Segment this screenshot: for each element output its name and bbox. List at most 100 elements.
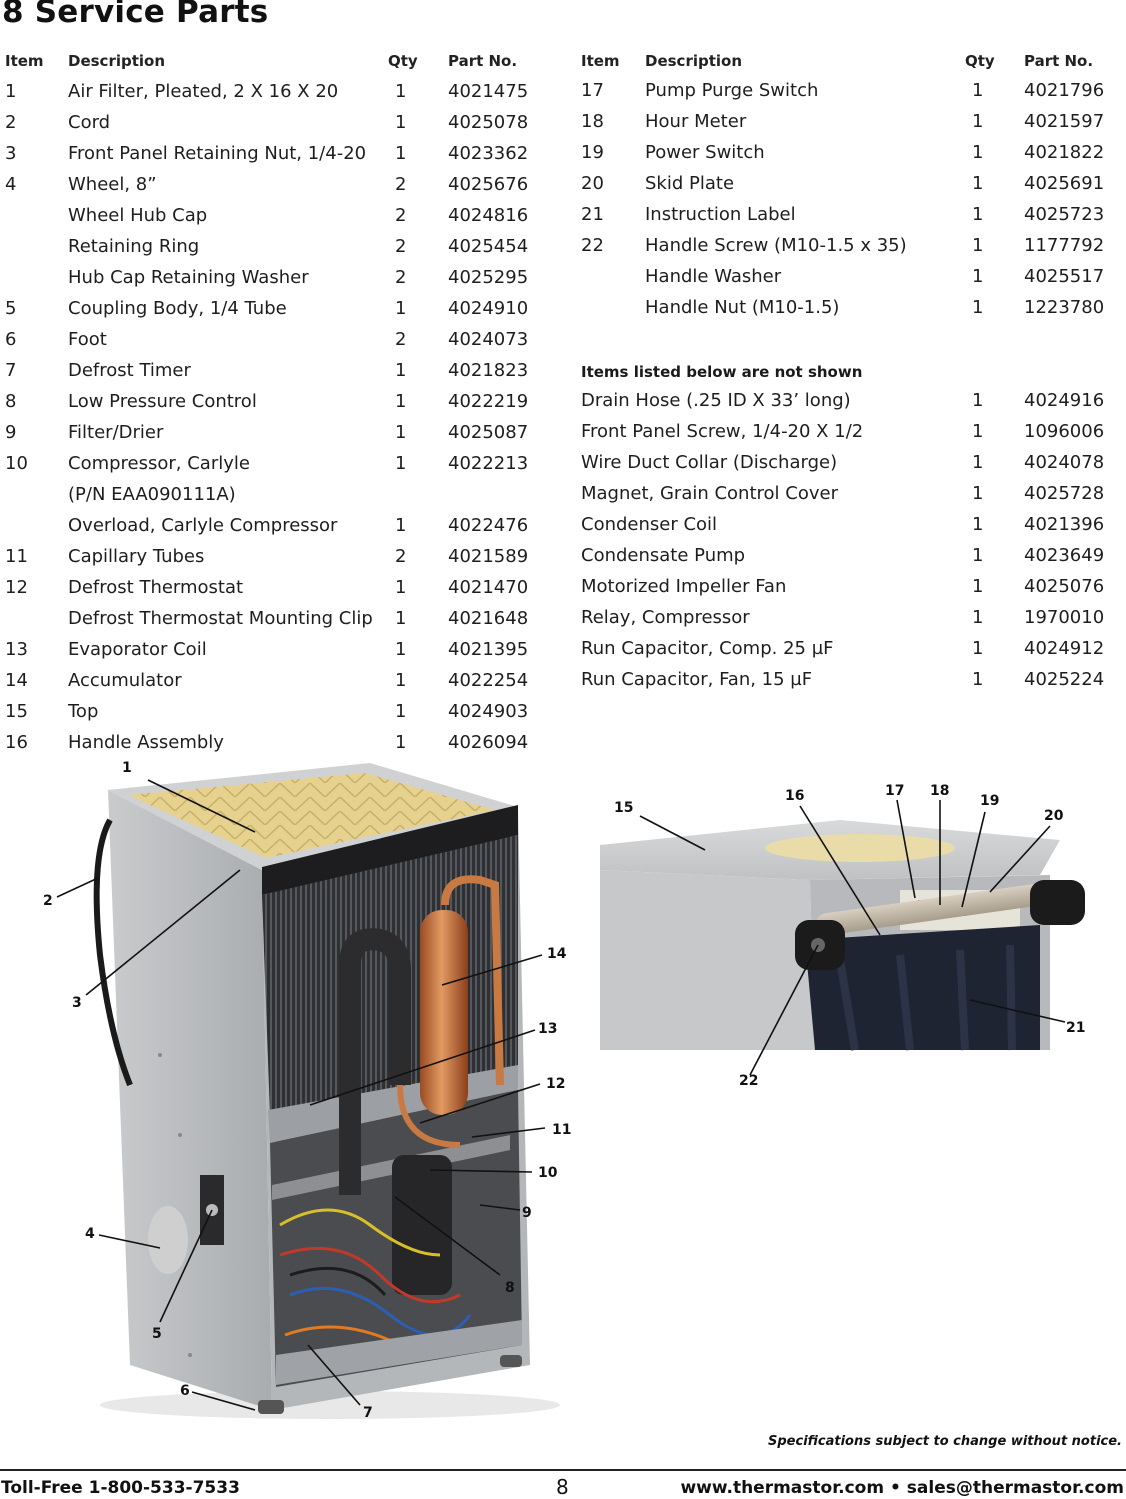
- cell-part-no: 4024910: [448, 298, 529, 319]
- cell-qty: 1: [972, 421, 984, 442]
- cell-part-no: 4025087: [448, 422, 529, 443]
- cell-part-no: 4021589: [448, 546, 529, 567]
- cell-item: 16: [5, 732, 28, 753]
- cell-description: Coupling Body, 1/4 Tube: [68, 298, 287, 319]
- cell-qty: 1: [395, 515, 407, 536]
- callout-label: 3: [72, 995, 82, 1011]
- cell-item: 6: [5, 329, 17, 350]
- cell-qty: 1: [395, 81, 407, 102]
- header-qty: Qty: [388, 52, 418, 70]
- cell-item: 4: [5, 174, 17, 195]
- cell-description: Relay, Compressor: [581, 607, 750, 628]
- cell-qty: 2: [395, 329, 407, 350]
- cell-part-no: 4025295: [448, 267, 529, 288]
- unit-rear-photo: [600, 820, 1085, 1051]
- cell-qty: 1: [972, 111, 984, 132]
- callout-label: 14: [547, 946, 567, 962]
- callout-label: 22: [739, 1073, 759, 1089]
- cell-description: Handle Nut (M10-1.5): [645, 297, 840, 318]
- cell-qty: 1: [395, 577, 407, 598]
- specifications-note: Specifications subject to change without…: [768, 1434, 1122, 1449]
- cell-description: Handle Washer: [645, 266, 782, 287]
- cell-qty: 2: [395, 267, 407, 288]
- cell-item: 7: [5, 360, 17, 381]
- cell-item: 15: [5, 701, 28, 722]
- page-number: 8: [556, 1475, 569, 1499]
- cell-item: 18: [581, 111, 604, 132]
- cell-part-no: 1096006: [1024, 421, 1105, 442]
- cell-qty: 2: [395, 205, 407, 226]
- cell-description: (P/N EAA090111A): [68, 484, 236, 505]
- header-item: Item: [581, 52, 620, 70]
- callout-label: 15: [614, 800, 634, 816]
- cell-item: 22: [581, 235, 604, 256]
- cell-qty: 1: [972, 607, 984, 628]
- cell-part-no: 4024903: [448, 701, 529, 722]
- cell-description: Overload, Carlyle Compressor: [68, 515, 338, 536]
- cell-qty: 1: [395, 391, 407, 412]
- cell-qty: 1: [972, 173, 984, 194]
- cell-item: 17: [581, 80, 604, 101]
- parts-table-right: Item Description Qty Part No. Items list…: [576, 52, 1121, 712]
- header-description: Description: [645, 52, 743, 70]
- cell-qty: 1: [395, 608, 407, 629]
- cell-description: Wire Duct Collar (Discharge): [581, 452, 838, 473]
- cell-qty: 1: [972, 235, 984, 256]
- cell-item: 19: [581, 142, 604, 163]
- cell-item: 13: [5, 639, 28, 660]
- cell-part-no: 4025676: [448, 174, 529, 195]
- cell-part-no: 4025691: [1024, 173, 1105, 194]
- callout-label: 21: [1066, 1020, 1086, 1036]
- header-qty: Qty: [965, 52, 995, 70]
- callout-label: 16: [785, 788, 805, 804]
- cell-description: Condenser Coil: [581, 514, 718, 535]
- cell-item: 20: [581, 173, 604, 194]
- cell-description: Capillary Tubes: [68, 546, 205, 567]
- header-item: Item: [5, 52, 44, 70]
- cell-part-no: 4025224: [1024, 669, 1105, 690]
- callout-label: 9: [522, 1205, 532, 1221]
- cell-qty: 1: [395, 670, 407, 691]
- cell-description: Handle Assembly: [68, 732, 224, 753]
- cell-qty: 1: [395, 143, 407, 164]
- cell-qty: 1: [395, 701, 407, 722]
- cell-part-no: 4025078: [448, 112, 529, 133]
- cell-qty: 2: [395, 236, 407, 257]
- cell-description: Magnet, Grain Control Cover: [581, 483, 838, 504]
- callout-label: 2: [43, 893, 53, 909]
- cell-description: Motorized Impeller Fan: [581, 576, 787, 597]
- cell-part-no: 4024912: [1024, 638, 1105, 659]
- callout-label: 19: [980, 793, 1000, 809]
- cell-qty: 1: [395, 453, 407, 474]
- cell-description: Foot: [68, 329, 107, 350]
- cell-description: Drain Hose (.25 ID X 33’ long): [581, 390, 851, 411]
- footer-contact: www.thermastor.com • sales@thermastor.co…: [680, 1478, 1124, 1498]
- cell-description: Evaporator Coil: [68, 639, 207, 660]
- cell-description: Air Filter, Pleated, 2 X 16 X 20: [68, 81, 339, 102]
- cell-description: Defrost Thermostat: [68, 577, 244, 598]
- not-shown-heading: Items listed below are not shown: [581, 363, 863, 381]
- header-part-no: Part No.: [448, 52, 518, 70]
- cell-part-no: 4025723: [1024, 204, 1105, 225]
- cell-part-no: 4023362: [448, 143, 529, 164]
